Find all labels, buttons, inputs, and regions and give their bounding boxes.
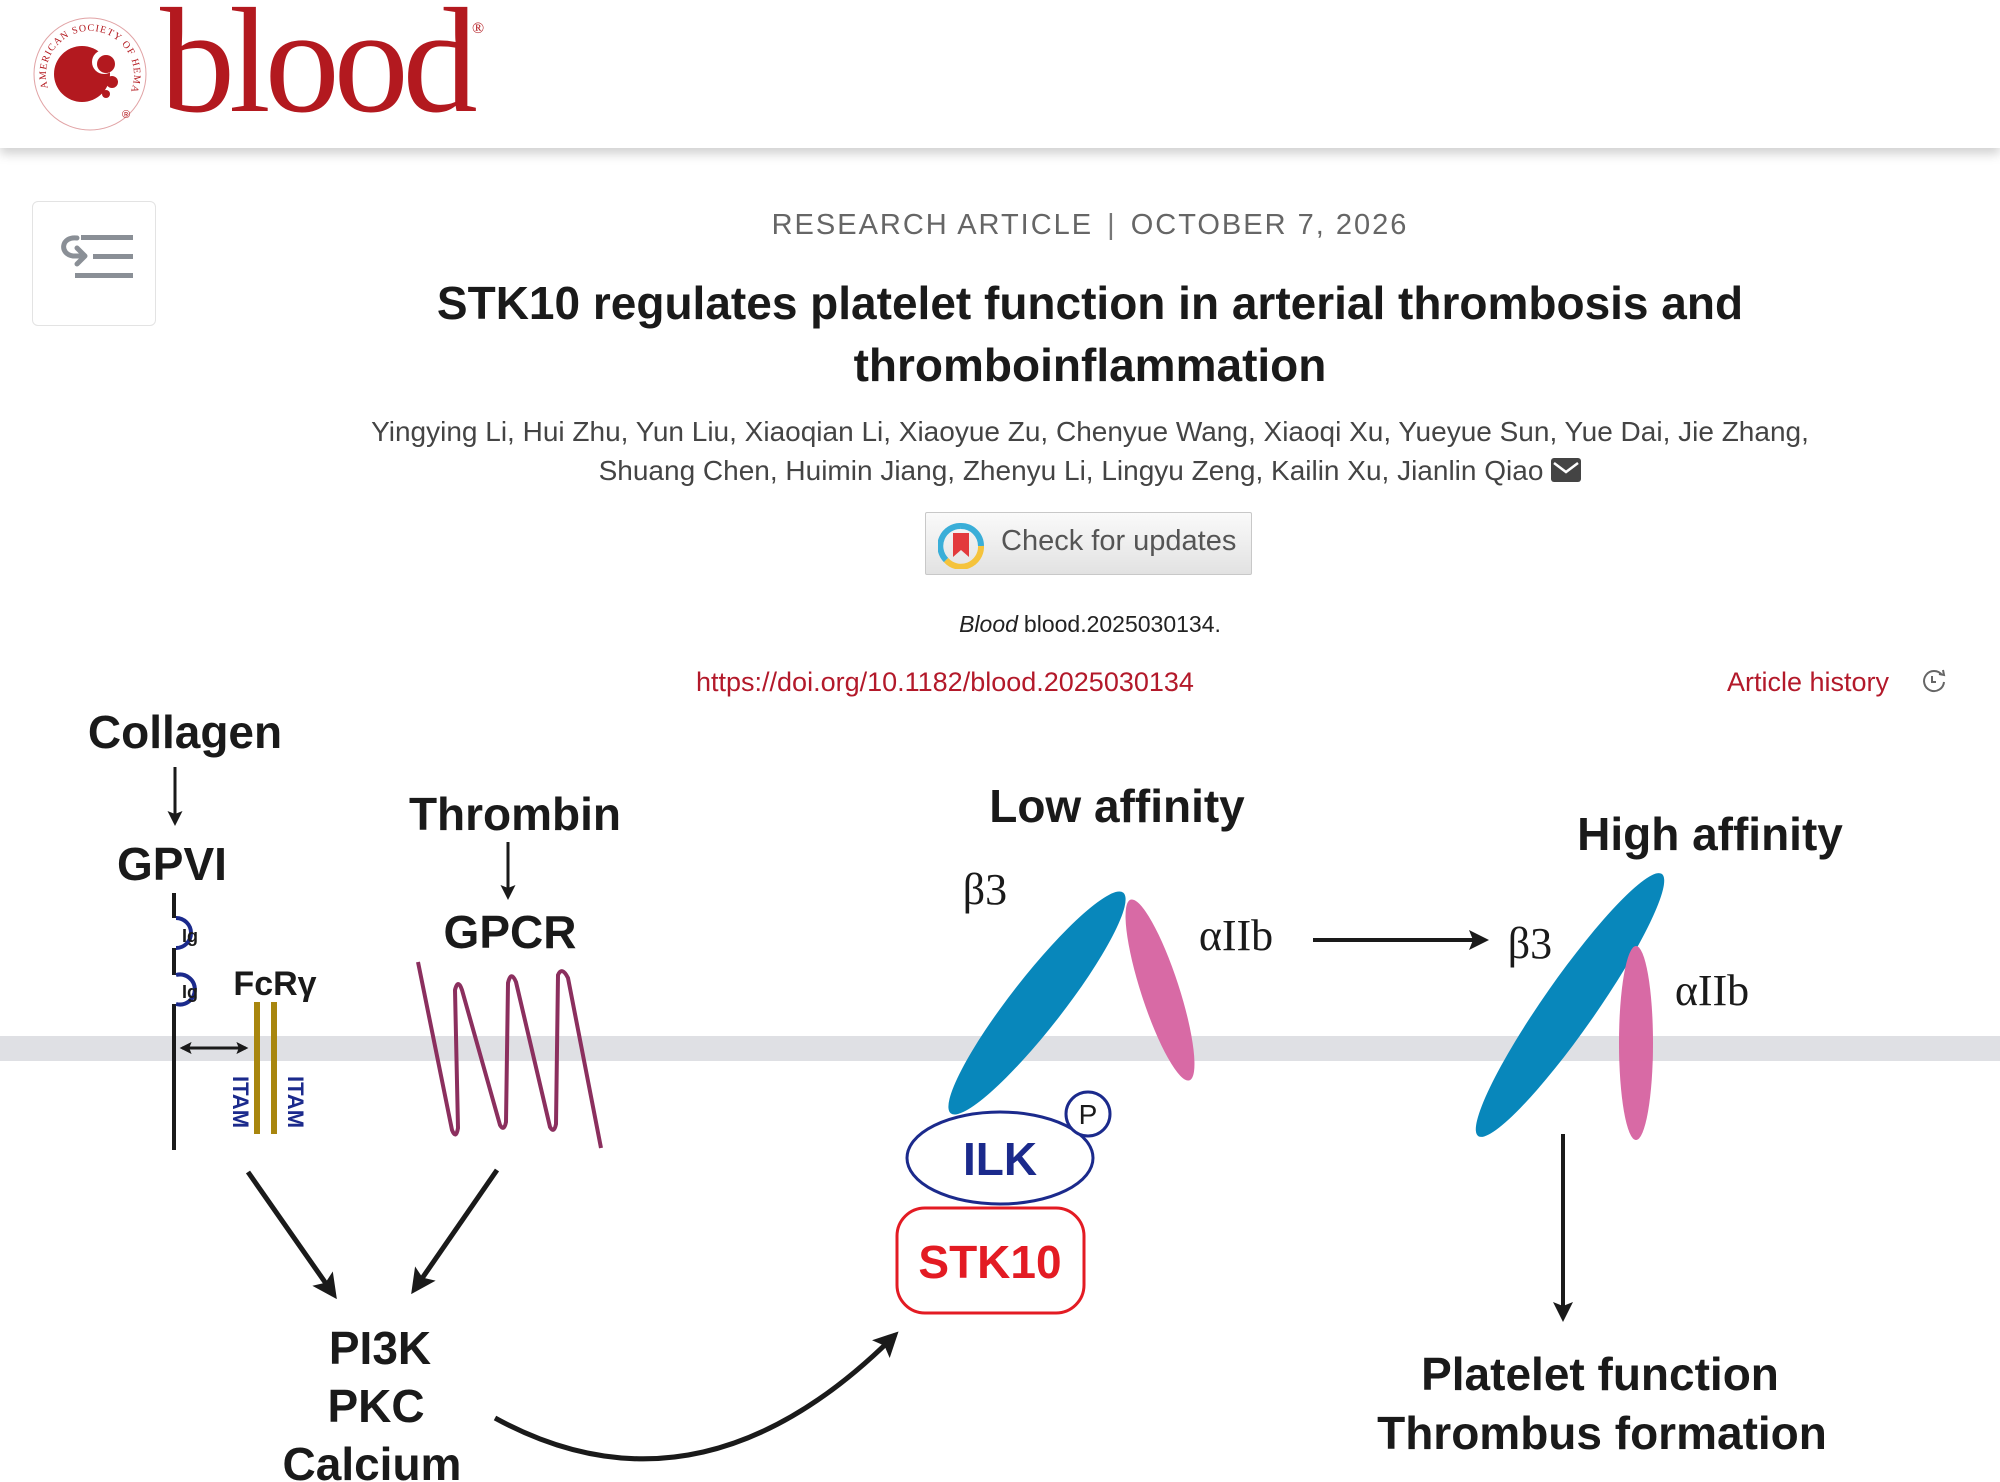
label-ig-2: Ig bbox=[182, 982, 198, 1002]
label-gpvi: GPVI bbox=[117, 838, 227, 890]
label-alpha2b-high: αIIb bbox=[1675, 966, 1749, 1015]
authors-line-1[interactable]: Yingying Li, Hui Zhu, Yun Liu, Xiaoqian … bbox=[371, 416, 1809, 447]
label-beta3-low: β3 bbox=[963, 865, 1007, 914]
history-icon bbox=[1923, 669, 1946, 693]
label-ilk: ILK bbox=[963, 1133, 1037, 1185]
fcr-chain-1 bbox=[254, 1002, 260, 1134]
article-history-label: Article history bbox=[1727, 667, 1890, 697]
graphical-abstract: Collagen GPVI Ig Ig FcRγ ITAM ITAM Throm… bbox=[0, 706, 2000, 1482]
title-line-1: STK10 regulates platelet function in art… bbox=[436, 277, 1744, 329]
article-title: STK10 regulates platelet function in art… bbox=[180, 272, 2000, 396]
author-list: Yingying Li, Hui Zhu, Yun Liu, Xiaoqian … bbox=[180, 412, 2000, 490]
label-fcr-gamma: FcRγ bbox=[233, 965, 316, 1003]
alpha2b-low-affinity bbox=[1125, 899, 1195, 1081]
label-pkc: PKC bbox=[327, 1380, 424, 1432]
label-thrombus-formation: Thrombus formation bbox=[1377, 1407, 1827, 1459]
ig-domain-2 bbox=[175, 972, 197, 1007]
mail-icon[interactable] bbox=[1551, 458, 1582, 482]
alpha2b-high-affinity bbox=[1619, 946, 1653, 1140]
site-header: AMERICAN SOCIETY OF HEMATOLOGY ® blood ® bbox=[0, 0, 2000, 148]
ig-domain-1 bbox=[175, 916, 193, 950]
check-for-updates-button[interactable]: Check for updates bbox=[925, 512, 1252, 575]
label-alpha2b-low: αIIb bbox=[1199, 911, 1273, 960]
ash-seal-logo[interactable]: AMERICAN SOCIETY OF HEMATOLOGY ® bbox=[30, 14, 150, 134]
title-line-2: thromboinflammation bbox=[853, 339, 1327, 391]
label-thrombin: Thrombin bbox=[409, 788, 621, 840]
beta3-low-affinity bbox=[948, 891, 1126, 1115]
article-type: RESEARCH ARTICLE bbox=[771, 209, 1094, 241]
label-pi3k: PI3K bbox=[329, 1322, 431, 1374]
fcr-chain-2 bbox=[271, 1002, 277, 1134]
label-platelet-function: Platelet function bbox=[1421, 1348, 1779, 1400]
citation-journal: Blood bbox=[959, 611, 1018, 637]
article-meta: RESEARCH ARTICLE | OCTOBER 7, 2026 bbox=[0, 209, 2000, 242]
label-gpcr: GPCR bbox=[444, 906, 577, 958]
label-beta3-high: β3 bbox=[1508, 919, 1552, 968]
gpcr-seven-transmembrane bbox=[416, 961, 603, 1149]
phospho-marker bbox=[1064, 1090, 1112, 1138]
label-itam-2: ITAM bbox=[283, 1076, 308, 1128]
label-collagen: Collagen bbox=[88, 706, 282, 758]
label-high-affinity: High affinity bbox=[1577, 808, 1843, 860]
outline-toggle-icon bbox=[61, 235, 133, 278]
crossmark-icon bbox=[938, 523, 984, 569]
article-date: OCTOBER 7, 2026 bbox=[1130, 209, 1409, 241]
authors-line-2[interactable]: Shuang Chen, Huimin Jiang, Zhenyu Li, Li… bbox=[598, 455, 1544, 486]
citation-id: blood.2025030134. bbox=[1023, 611, 1221, 637]
arrow-to-stk10 bbox=[493, 1331, 899, 1462]
stk10-box bbox=[895, 1206, 1086, 1315]
svg-text:®: ® bbox=[122, 109, 130, 121]
arrow-gpcr-pi3k bbox=[411, 1168, 500, 1295]
label-calcium: Calcium bbox=[283, 1438, 462, 1482]
label-ig-1: Ig bbox=[182, 926, 198, 946]
outline-toggle-button[interactable] bbox=[32, 201, 156, 326]
ilk-node bbox=[905, 1110, 1095, 1206]
label-stk10: STK10 bbox=[918, 1236, 1061, 1288]
label-itam-1: ITAM bbox=[228, 1076, 253, 1128]
label-p: P bbox=[1079, 1099, 1098, 1130]
check-for-updates-label: Check for updates bbox=[1001, 525, 1237, 557]
article-history-link[interactable]: Article history bbox=[1727, 667, 1946, 698]
label-low-affinity: Low affinity bbox=[989, 780, 1245, 832]
meta-separator: | bbox=[1107, 209, 1117, 241]
beta3-high-affinity bbox=[1475, 873, 1665, 1137]
doi-link[interactable]: https://doi.org/10.1182/blood.2025030134 bbox=[696, 667, 1194, 697]
registered-mark: ® bbox=[472, 20, 485, 37]
arrow-gpvi-pi3k bbox=[245, 1170, 337, 1300]
blood-logo-wordmark[interactable]: blood bbox=[160, 0, 478, 144]
